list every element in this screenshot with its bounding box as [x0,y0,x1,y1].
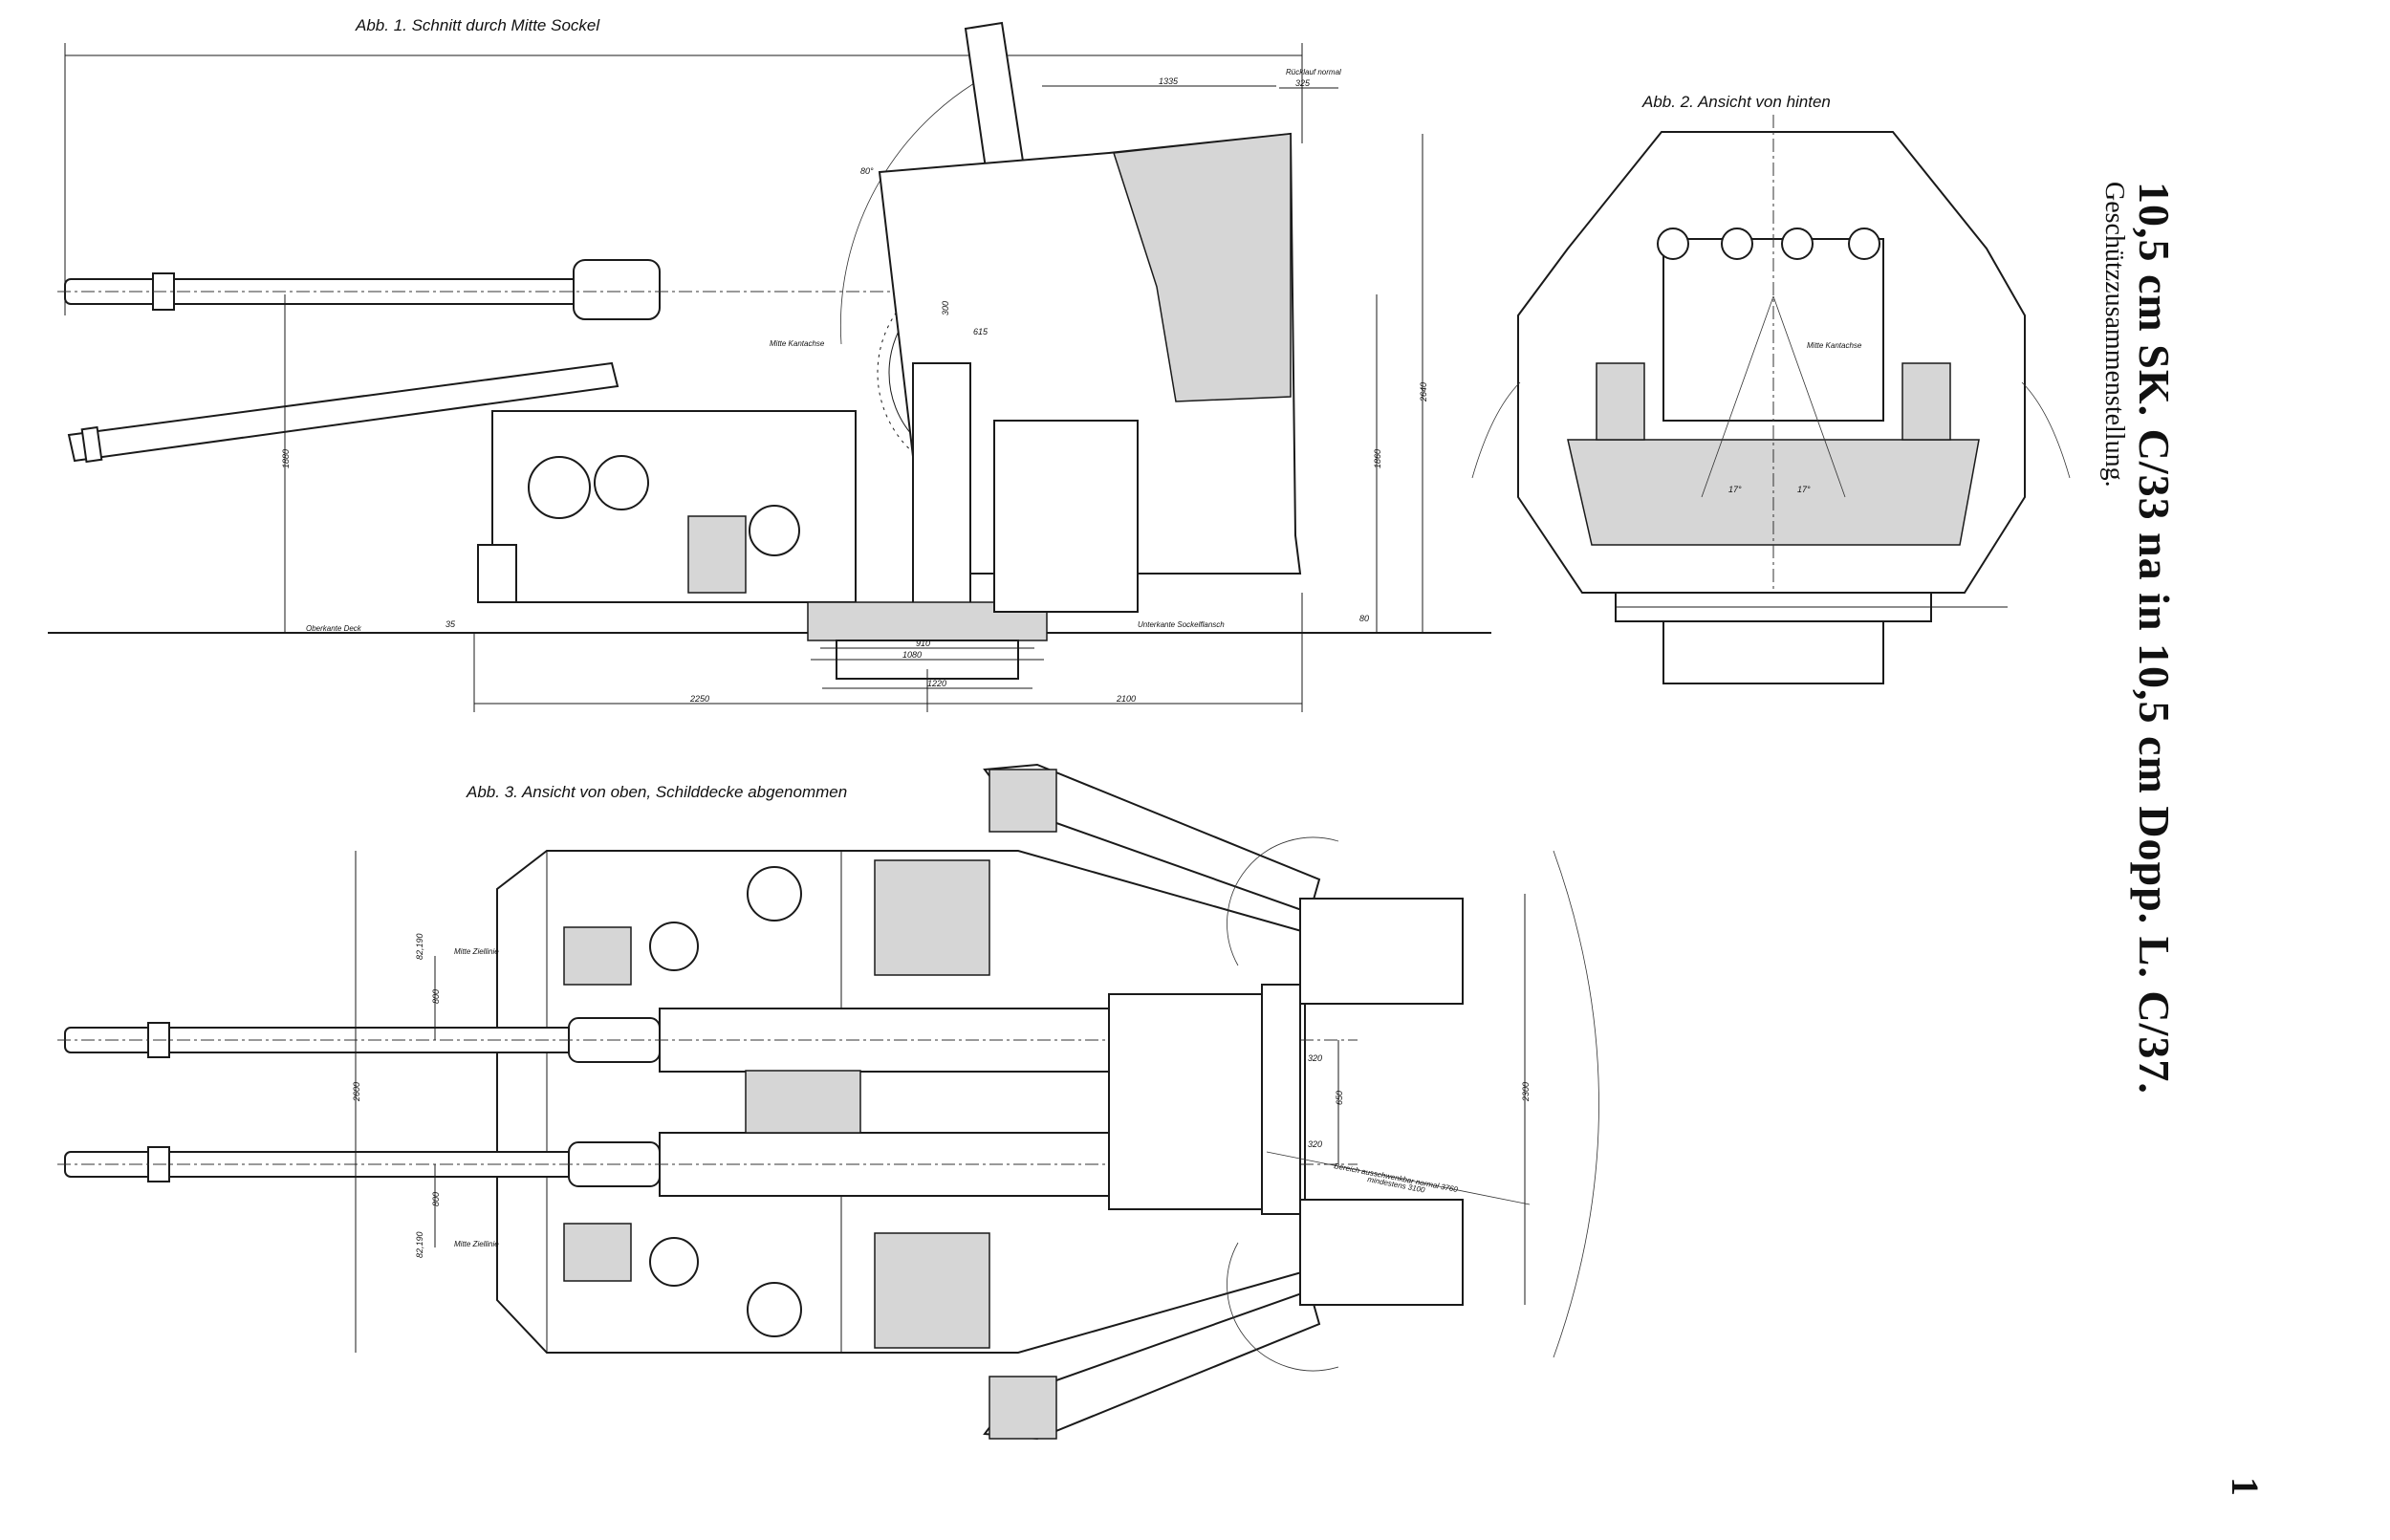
label-oberkante-deck: Oberkante Deck [306,624,362,633]
pedestal-column [912,362,971,613]
gunlayer-station-left [1596,362,1645,441]
sight-station-bottom [563,1223,632,1282]
radius-line [1266,1151,1531,1205]
dim-300: 300 [941,301,950,315]
seat-support [477,544,517,603]
seat-bottom [747,1282,802,1337]
angle-17-left: 17° [1728,485,1742,494]
rotated-title-wrapper: 10,5 cm SK. C/33 na in 10,5 cm Dopp. L. … [2098,182,2180,1095]
hatch-top [874,859,990,976]
dim-910: 910 [916,639,930,648]
label-ruecklauf-normal: Rücklauf normal [1286,68,1341,76]
swing-arc-top [1227,836,1339,966]
vertical-title-block: 10,5 cm SK. C/33 na in 10,5 cm Dopp. L. … [2099,182,2223,1329]
dim-1080: 1080 [902,650,922,660]
hatch-bottom [874,1232,990,1349]
dim-615: 615 [973,327,989,336]
rear-arc-right [2021,381,2071,479]
gunlayer-station-right [1901,362,1951,441]
barrel-top-upper [57,1008,1358,1073]
breech-block [1261,984,1301,1215]
sight-right-2 [1848,228,1880,260]
dim-1880: 1880 [281,449,291,468]
dim-320a: 320 [1308,1053,1322,1063]
angle-line-right [1772,295,1846,498]
handwheel-2 [594,455,649,510]
rear-base-pedestal [1662,620,1884,684]
dim-82b: 82,190 [415,1231,424,1258]
ammo-rack-bottom [1299,1199,1464,1306]
ammo-rack-top [1299,898,1464,1005]
dim-650: 650 [1335,1091,1344,1105]
mount-outline-top [496,850,1306,1354]
dim-1220: 1220 [927,679,946,688]
rear-arc-left [1471,381,1521,479]
dim-1335: 1335 [1159,76,1179,86]
figure-3-top-view: Abb. 3. Ansicht von oben, Schilddecke ab… [57,763,1599,1441]
dim-2250: 2250 [689,694,709,704]
seat-top [747,866,802,922]
dim-2600: 2600 [352,1082,361,1102]
outer-radius-arc [1553,850,1599,1358]
dim-82a: 82,190 [415,933,424,960]
figure-2-caption: Abb. 2. Ansicht von hinten [1641,93,1831,111]
label-zielline-top: Mitte Ziellinie [454,947,499,956]
dim-80: 80 [1359,614,1369,623]
handwheel-3 [749,505,800,556]
handwheel-top [649,922,699,971]
figure-1-caption: Abb. 1. Schnitt durch Mitte Sockel [355,16,600,34]
barrel-horizontal [57,259,1052,320]
loader-top [989,769,1057,833]
rear-housing [993,420,1139,613]
barrel-depressed [67,361,619,464]
sub-title: Geschützzusammenstellung. [2099,182,2129,488]
recoil-block [1108,993,1268,1210]
loader-bottom [989,1376,1057,1440]
dim-325: 325 [1295,78,1311,88]
label-unterkante-sockelflansch: Unterkante Sockelflansch [1138,620,1225,629]
dim-1860: 1860 [1373,449,1382,468]
central-cradle [745,1070,861,1134]
handwheel-1 [528,456,591,519]
mechanism-box [687,515,747,594]
swing-arc-bottom [1227,1242,1339,1372]
dim-800a: 800 [431,989,441,1004]
dim-2300: 2300 [1521,1082,1531,1102]
angle-80: 80° [860,166,874,176]
label-zielline-bottom: Mitte Ziellinie [454,1240,499,1248]
label-kantachse-fig2: Mitte Kantachse [1807,341,1862,350]
dim-35: 35 [445,619,456,629]
dim-2640: 2640 [1419,382,1428,402]
angle-line-left [1701,295,1774,498]
sight-station-top [563,926,632,986]
figure-1-side-section: Abb. 1. Schnitt durch Mitte Sockel Oberk… [48,16,1491,712]
sight-right [1781,228,1814,260]
label-kantachse-fig1: Mitte Kantachse [770,339,825,348]
dim-800b: 800 [431,1192,441,1206]
handwheel-bottom [649,1237,699,1287]
figure-2-rear-view: Abb. 2. Ansicht von hinten Mitte Kantach… [1471,93,2071,684]
dim-320b: 320 [1308,1139,1322,1149]
angle-17-right: 17° [1797,485,1811,494]
radius-note-1: Bereich ausschwenkbar normal 3760 [1334,1161,1459,1194]
shield-rear-plate [1113,133,1292,402]
sight-left-2 [1721,228,1753,260]
page-number: 1 [2224,1477,2267,1496]
barrel-top-lower [57,1132,1358,1197]
sight-left [1657,228,1689,260]
figure-3-caption: Abb. 3. Ansicht von oben, Schilddecke ab… [466,783,847,801]
main-title: 10,5 cm SK. C/33 na in 10,5 cm Dopp. L. … [2130,182,2179,1095]
dim-2100: 2100 [1116,694,1136,704]
